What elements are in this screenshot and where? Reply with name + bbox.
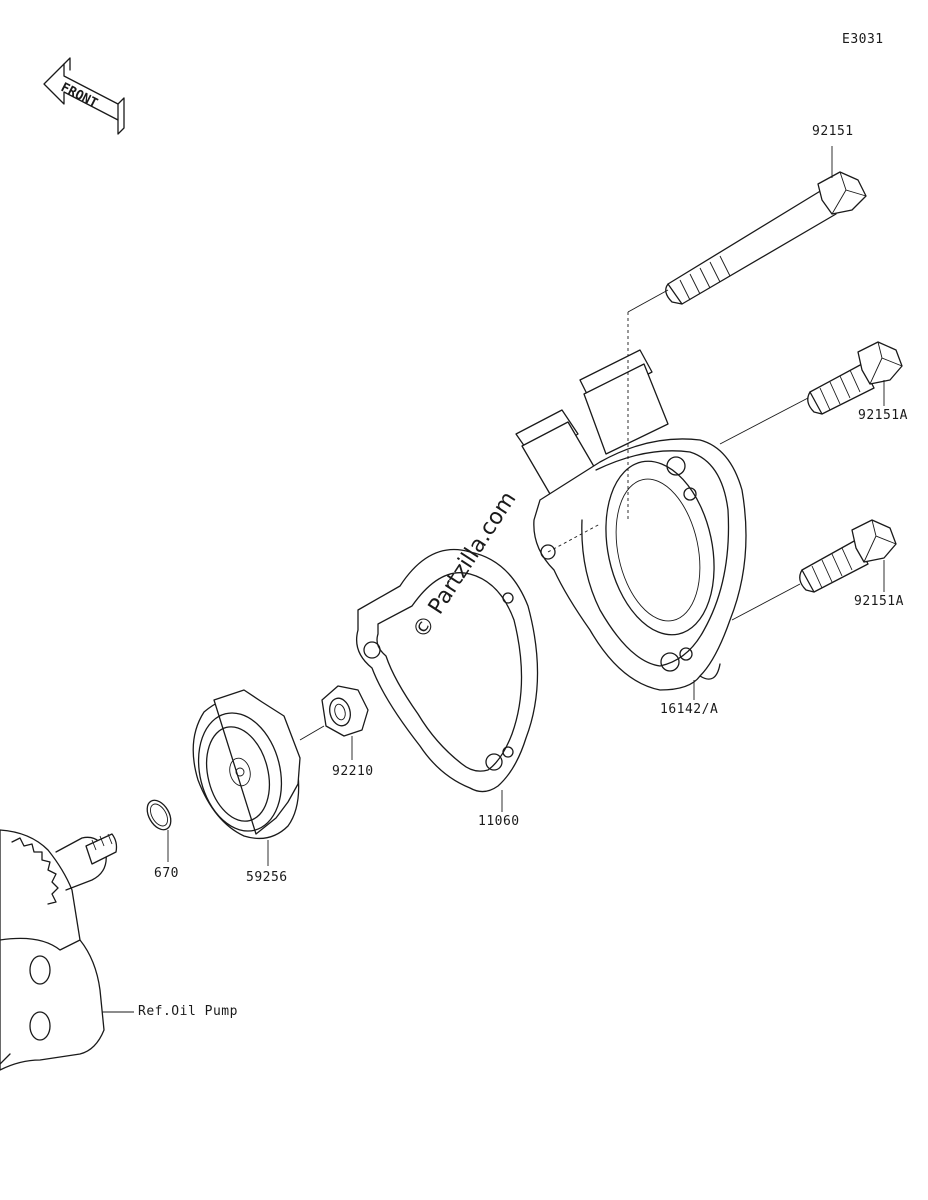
washer-92210-drawing bbox=[299, 685, 369, 741]
impeller-59256-drawing bbox=[192, 689, 301, 840]
gasket-11060-drawing bbox=[355, 548, 539, 793]
part-label-670[interactable]: 670 bbox=[154, 866, 179, 881]
housing-16142-drawing bbox=[515, 349, 747, 691]
reference-label-oil-pump: Ref.Oil Pump bbox=[138, 1004, 238, 1019]
front-arrow-icon: FRONT bbox=[43, 57, 125, 135]
part-label-92210[interactable]: 92210 bbox=[332, 764, 374, 779]
part-label-16142a[interactable]: 16142/A bbox=[660, 702, 719, 717]
part-label-92151[interactable]: 92151 bbox=[812, 124, 854, 139]
bolt-92151a-lower-drawing bbox=[731, 519, 897, 621]
part-label-92151a-upper[interactable]: 92151A bbox=[858, 408, 908, 423]
bolt-92151a-upper-drawing bbox=[719, 341, 903, 445]
oil-pump-drawing bbox=[0, 829, 134, 1071]
bolt-92151-drawing bbox=[627, 171, 867, 360]
leader-lines bbox=[167, 146, 885, 866]
oring-670-drawing bbox=[146, 799, 172, 831]
diagram-code: E3031 bbox=[842, 32, 884, 47]
part-label-92151a-lower[interactable]: 92151A bbox=[854, 594, 904, 609]
part-label-59256[interactable]: 59256 bbox=[246, 870, 288, 885]
part-label-11060[interactable]: 11060 bbox=[478, 814, 520, 829]
